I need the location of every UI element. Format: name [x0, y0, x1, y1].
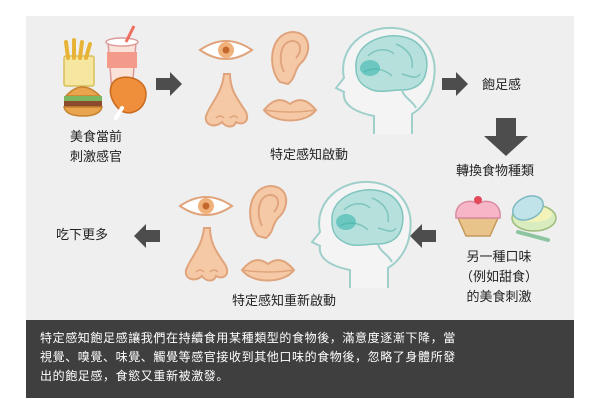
eye-icon [199, 40, 253, 60]
arrow-right-icon [156, 72, 182, 96]
ear-icon [271, 31, 310, 85]
arrow-left-icon [410, 224, 436, 248]
label-other-taste-line3: 的美食刺激 [466, 290, 532, 305]
label-other-taste-line2: （例如甜食） [460, 270, 539, 285]
label-eat-more: 吃下更多 [56, 228, 109, 243]
head-brain-icon [311, 180, 412, 289]
label-other-taste-line1: 另一種口味 [466, 250, 532, 265]
arrow-left-icon [134, 224, 160, 248]
arrow-right-icon [442, 72, 468, 96]
caption-box: 特定感知飽足感讓我們在持續食用某種類型的食物後，滿意度逐漸下降，當 視覺、嗅覺、… [26, 320, 574, 398]
eye-icon [179, 196, 233, 216]
label-food-stimuli-line1: 美食當前 [70, 130, 123, 145]
nose-icon [184, 227, 229, 282]
caption-line-2: 視覺、嗅覺、味覺、觸覺等感官接收到其他口味的食物後，忽略了身體所發 [40, 350, 456, 364]
label-food-stimuli-line2: 刺激感官 [70, 150, 123, 165]
lips-icon [241, 259, 295, 282]
desserts-icon [455, 195, 557, 242]
head-brain-icon [335, 26, 436, 136]
label-other-taste: 另一種口味 （例如甜食） 的美食刺激 [460, 248, 538, 308]
label-senses-activate: 特定感知啟動 [270, 148, 349, 163]
label-food-stimuli: 美食當前 刺激感官 [70, 128, 122, 168]
label-satiety: 飽足感 [482, 78, 522, 93]
fast-food-icon [63, 25, 147, 120]
ear-icon [249, 185, 288, 239]
caption-line-1: 特定感知飽足感讓我們在持續食用某種類型的食物後，滿意度逐漸下降，當 [40, 331, 456, 345]
lips-icon [263, 99, 317, 122]
label-switch-food: 轉換食物種類 [456, 164, 535, 179]
nose-icon [204, 73, 249, 128]
caption-line-3: 出的飽足感，食慾又重新被激發。 [40, 369, 230, 383]
arrow-down-icon [484, 118, 528, 156]
label-senses-reactivate: 特定感知重新啟動 [232, 294, 337, 309]
